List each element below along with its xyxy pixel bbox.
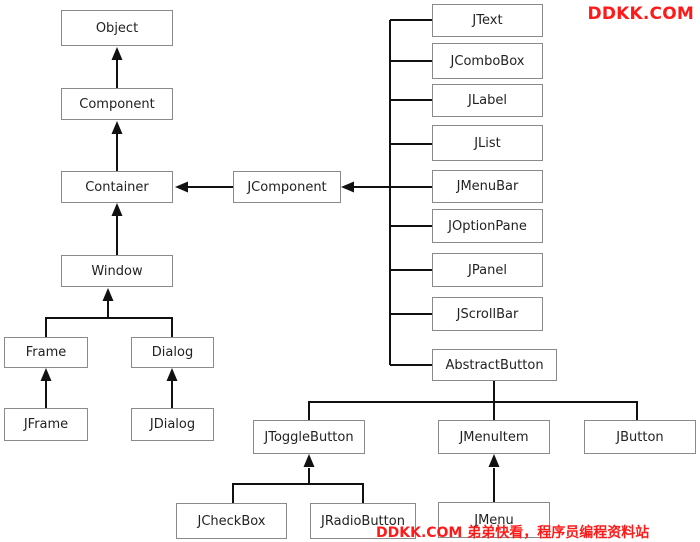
node-jframe: JFrame <box>4 408 88 441</box>
arrowhead-jtogglebutton <box>303 454 315 467</box>
arrowhead-window <box>102 288 114 301</box>
edge-abstractbutton-children <box>308 401 638 421</box>
node-jlist: JList <box>432 125 543 161</box>
arrowhead-container <box>111 203 123 216</box>
node-frame: Frame <box>4 337 88 368</box>
node-joptionpane: JOptionPane <box>432 209 543 243</box>
arrowhead-jmenuitem <box>488 454 500 467</box>
node-jscrollbar: JScrollBar <box>432 297 543 331</box>
arrowhead-frame <box>40 368 52 381</box>
node-jtext: JText <box>432 4 543 37</box>
node-jmenubar: JMenuBar <box>432 170 543 203</box>
node-jcomponent: JComponent <box>233 171 341 203</box>
edge-frame-dialog-window <box>45 317 173 339</box>
edge-jtogglebutton-children <box>232 483 364 505</box>
node-jcheckbox: JCheckBox <box>176 503 287 539</box>
node-jmenu: JMenu <box>438 502 550 538</box>
node-jmenuitem: JMenuItem <box>438 420 550 454</box>
node-jradiobutton: JRadioButton <box>310 503 416 539</box>
arrowhead-component <box>111 121 123 134</box>
node-jpanel: JPanel <box>432 253 543 287</box>
node-jdialog: JDialog <box>131 408 214 441</box>
node-jbutton: JButton <box>584 420 696 454</box>
watermark-bottom: DDKK.COM 弟弟快看，程序员编程资料站 <box>376 525 650 541</box>
watermark-top: DDKK.COM <box>587 4 694 24</box>
node-abstractbutton: AbstractButton <box>432 349 557 381</box>
node-object: Object <box>61 10 173 46</box>
arrowhead-container-left <box>175 181 188 193</box>
node-jtogglebutton: JToggleButton <box>253 420 365 454</box>
node-jlabel: JLabel <box>432 84 543 117</box>
arrowhead-object <box>111 47 123 60</box>
node-window: Window <box>61 255 173 287</box>
node-dialog: Dialog <box>131 337 214 368</box>
arrowhead-dialog <box>166 368 178 381</box>
arrowhead-jcomponent <box>341 181 354 193</box>
node-component: Component <box>61 88 173 120</box>
node-jcombobox: JComboBox <box>432 43 543 79</box>
node-container: Container <box>61 171 173 203</box>
